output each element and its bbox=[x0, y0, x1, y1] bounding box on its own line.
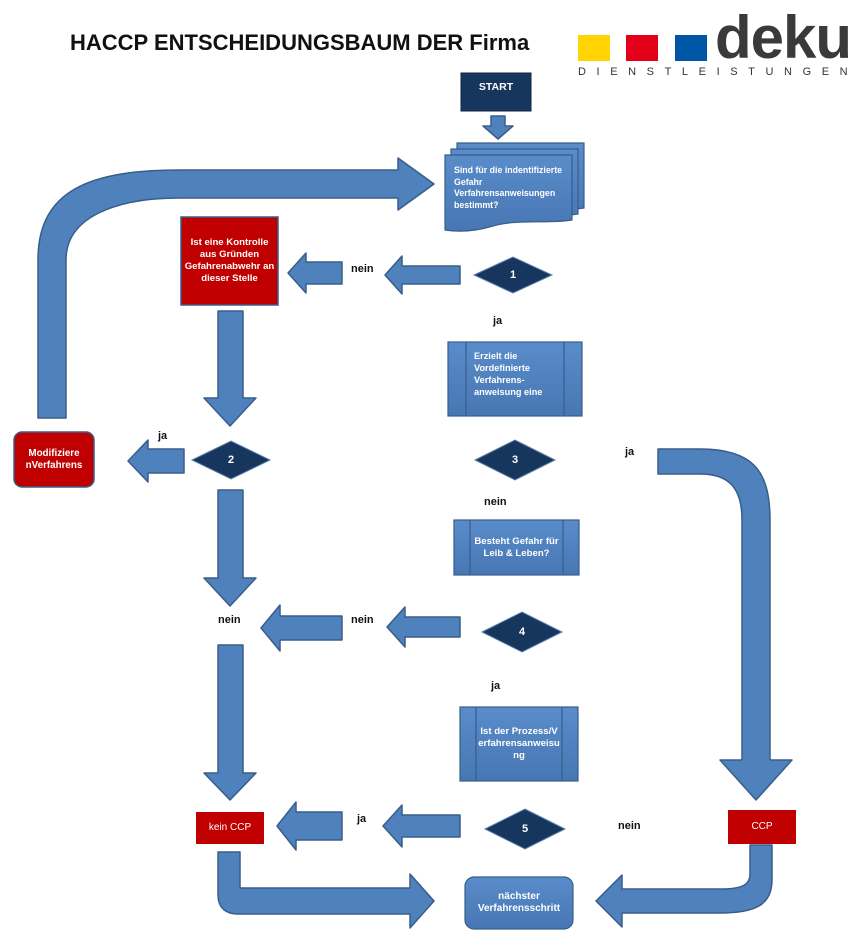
next-step-box bbox=[464, 876, 574, 930]
decision-4 bbox=[480, 611, 564, 653]
logo-square-blue bbox=[675, 35, 707, 61]
arrow-d5-ja bbox=[382, 804, 461, 848]
logo-square-yellow bbox=[578, 35, 610, 61]
arrow-kein-ccp-to-next bbox=[217, 851, 435, 929]
control-question-text: Ist eine Kontrolle aus Gründen Gefahrena… bbox=[184, 237, 275, 284]
decision-5 bbox=[483, 808, 567, 850]
decision-3-number: 3 bbox=[511, 454, 519, 466]
document-stack bbox=[444, 142, 585, 232]
label-d5-ja: ja bbox=[357, 813, 367, 825]
decision-5-number: 5 bbox=[521, 823, 529, 835]
label-d2-nein: nein bbox=[218, 614, 241, 626]
start-box bbox=[460, 72, 532, 112]
arrow-to-kein-ccp bbox=[276, 801, 343, 851]
predefined-text: Erzielt die Vordefinierte Verfahrens-anw… bbox=[474, 351, 543, 397]
arrow-control-to-d2 bbox=[203, 310, 257, 427]
arrow-modify-to-document bbox=[37, 157, 435, 419]
arrow-d3-ja-to-ccp bbox=[657, 448, 793, 801]
control-question-box bbox=[180, 216, 279, 306]
process-procedure bbox=[459, 706, 579, 782]
decision-3 bbox=[473, 439, 557, 481]
modify-text: Modifiziere nVerfahrens bbox=[25, 447, 83, 471]
next-step-text: nächster Verfahrensschritt bbox=[477, 891, 561, 914]
process-danger bbox=[453, 519, 580, 576]
decision-2-number: 2 bbox=[227, 454, 235, 466]
decision-1-number: 1 bbox=[509, 269, 517, 281]
arrow-start-to-document bbox=[482, 115, 514, 140]
arrow-d1-nein bbox=[384, 255, 461, 295]
arrow-to-nein-left bbox=[260, 604, 343, 652]
logo-wordmark: deku bbox=[715, 4, 852, 71]
page-title: HACCP ENTSCHEIDUNGSBAUM DER Firma bbox=[70, 30, 530, 55]
logo-square-red bbox=[626, 35, 658, 61]
decision-2 bbox=[190, 440, 272, 480]
decision-1 bbox=[472, 256, 554, 294]
logo-subtitle: DIENSTLEISTUNGEN bbox=[578, 66, 859, 78]
ccp-box bbox=[728, 810, 796, 844]
label-d4-nein: nein bbox=[351, 614, 374, 626]
label-d3-ja: ja bbox=[625, 446, 635, 458]
label-d3-nein: nein bbox=[484, 496, 507, 508]
label-d2-ja: ja bbox=[158, 430, 168, 442]
label-d4-ja: ja bbox=[491, 680, 501, 692]
ccp-text: CCP bbox=[751, 821, 773, 832]
arrow-nein-to-kein-ccp bbox=[203, 644, 257, 801]
procedure-text: Ist der Prozess/Verfahrensanweisung bbox=[478, 726, 560, 761]
arrow-d2-ja bbox=[127, 439, 185, 483]
kein-ccp-box bbox=[196, 812, 264, 844]
danger-text: Besteht Gefahr für Leib & Leben? bbox=[474, 535, 559, 559]
arrow-ccp-to-next bbox=[595, 844, 773, 928]
process-predefined bbox=[447, 341, 583, 417]
arrow-d2-nein bbox=[203, 489, 257, 607]
decision-4-number: 4 bbox=[518, 626, 526, 638]
arrow-d4-nein bbox=[386, 606, 461, 648]
label-d1-ja: ja bbox=[493, 315, 503, 327]
kein-ccp-text: kein CCP bbox=[208, 822, 252, 833]
arrow-to-control-box bbox=[287, 252, 343, 294]
label-d1-nein: nein bbox=[351, 263, 374, 275]
modify-box bbox=[13, 431, 95, 488]
start-label: START bbox=[478, 81, 514, 93]
label-d5-nein: nein bbox=[618, 820, 641, 832]
document-question: Sind für die indentifizierte Gefahr Verf… bbox=[454, 165, 563, 210]
